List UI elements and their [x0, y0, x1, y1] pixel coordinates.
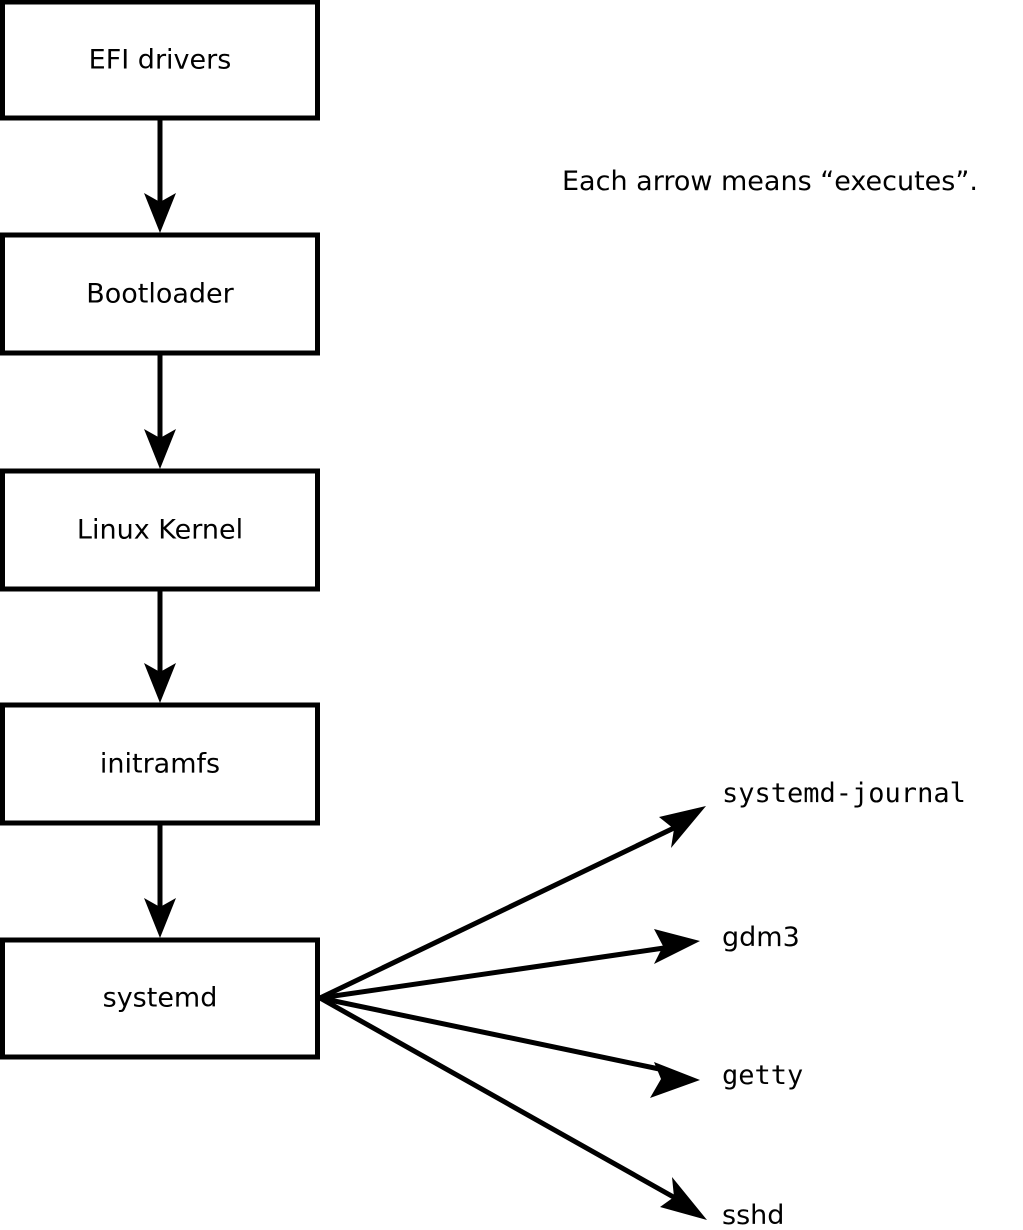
arrowhead-icon — [144, 429, 176, 469]
node-box[interactable] — [0, 702, 320, 826]
edge-systemd-to-sshd — [318, 995, 707, 1220]
edge-systemd-to-gdm3 — [319, 929, 700, 1001]
node-initramfs[interactable]: initramfs — [0, 702, 320, 826]
leaf-label-sshd[interactable]: sshd — [722, 1200, 784, 1230]
node-bootloader[interactable]: Bootloader — [0, 232, 320, 356]
edge-initramfs-to-systemd — [144, 823, 176, 938]
diagram-caption: Each arrow means “executes”. — [562, 166, 978, 197]
leaf-labels-group: systemd-journal gdm3 getty sshd — [722, 778, 966, 1230]
arrowhead-icon — [144, 898, 176, 938]
node-box[interactable] — [0, 0, 320, 121]
node-linux-kernel[interactable]: Linux Kernel — [0, 468, 320, 592]
edge-line — [319, 995, 665, 1073]
edge-line — [319, 945, 665, 1001]
arrowhead-icon — [144, 663, 176, 703]
edge-line — [318, 824, 678, 1001]
edge-systemd-to-systemd-journal — [318, 806, 706, 1001]
node-box[interactable] — [0, 937, 320, 1060]
node-systemd[interactable]: systemd — [0, 937, 320, 1060]
arrowhead-icon — [650, 1062, 700, 1098]
node-efi-drivers[interactable]: EFI drivers — [0, 0, 320, 121]
arrowhead-icon — [660, 1177, 707, 1220]
node-label: Bootloader — [86, 279, 234, 310]
edge-line — [318, 995, 679, 1202]
edge-efi-drivers-to-bootloader — [144, 118, 176, 233]
node-label: Linux Kernel — [77, 515, 243, 546]
arrowhead-icon — [659, 806, 706, 848]
node-label: EFI drivers — [89, 45, 232, 76]
node-box[interactable] — [0, 468, 320, 592]
leaf-label-getty[interactable]: getty — [722, 1060, 803, 1091]
node-label: initramfs — [100, 749, 220, 780]
leaf-label-systemd-journal[interactable]: systemd-journal — [722, 778, 966, 809]
edge-linux-kernel-to-initramfs — [144, 589, 176, 703]
leaf-label-gdm3[interactable]: gdm3 — [722, 922, 800, 953]
fanout-edges-group — [318, 806, 707, 1220]
edge-systemd-to-getty — [319, 995, 700, 1098]
arrowhead-icon — [144, 193, 176, 233]
edge-bootloader-to-linux-kernel — [144, 353, 176, 469]
node-label: systemd — [103, 983, 218, 1014]
chain-nodes-group: EFI drivers Bootloader Linux Kernel init… — [0, 0, 320, 1060]
node-box[interactable] — [0, 232, 320, 356]
arrowhead-icon — [654, 929, 700, 964]
chain-edges-group — [144, 118, 176, 938]
